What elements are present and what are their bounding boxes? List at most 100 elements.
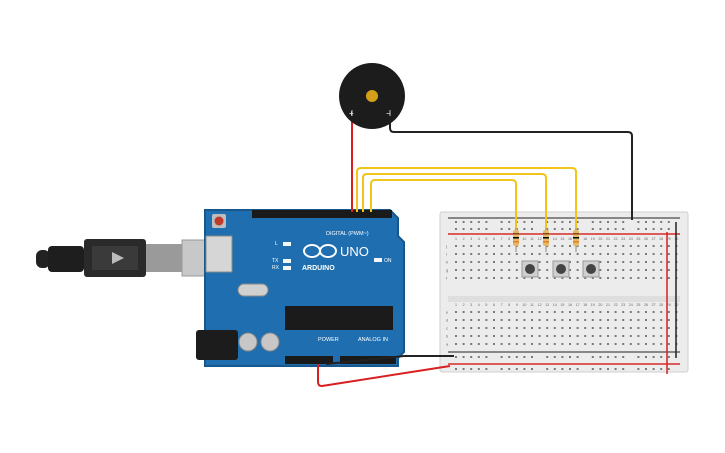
breadboard-hole[interactable] bbox=[485, 253, 488, 255]
breadboard-hole[interactable] bbox=[629, 335, 632, 337]
breadboard-hole[interactable] bbox=[645, 343, 647, 345]
breadboard-hole[interactable] bbox=[493, 261, 495, 263]
rail-hole[interactable] bbox=[531, 356, 533, 358]
breadboard-hole[interactable] bbox=[622, 327, 625, 329]
pushbutton-1[interactable] bbox=[521, 260, 539, 278]
breadboard-hole[interactable] bbox=[629, 311, 632, 313]
breadboard-hole[interactable] bbox=[500, 269, 503, 271]
breadboard-hole[interactable] bbox=[607, 261, 609, 263]
reset-button-icon[interactable] bbox=[214, 216, 224, 226]
rail-hole[interactable] bbox=[477, 228, 480, 230]
breadboard-hole[interactable] bbox=[599, 269, 602, 271]
breadboard-hole[interactable] bbox=[599, 319, 602, 321]
breadboard-hole[interactable] bbox=[462, 343, 465, 345]
breadboard-hole[interactable] bbox=[637, 343, 640, 345]
breadboard-hole[interactable] bbox=[455, 327, 457, 329]
breadboard-hole[interactable] bbox=[622, 311, 625, 313]
breadboard-hole[interactable] bbox=[637, 327, 640, 329]
rail-hole[interactable] bbox=[576, 368, 579, 370]
breadboard-hole[interactable] bbox=[607, 343, 609, 345]
breadboard-hole[interactable] bbox=[584, 253, 587, 255]
breadboard-hole[interactable] bbox=[531, 253, 533, 255]
rail-hole[interactable] bbox=[652, 368, 655, 370]
rail-hole[interactable] bbox=[622, 356, 625, 358]
rail-hole[interactable] bbox=[470, 228, 473, 230]
rail-hole[interactable] bbox=[553, 221, 556, 223]
breadboard-hole[interactable] bbox=[553, 253, 556, 255]
breadboard-hole[interactable] bbox=[607, 319, 609, 321]
breadboard-hole[interactable] bbox=[591, 311, 594, 313]
breadboard-hole[interactable] bbox=[652, 343, 655, 345]
rail-hole[interactable] bbox=[546, 368, 549, 370]
breadboard-hole[interactable] bbox=[485, 319, 488, 321]
breadboard-hole[interactable] bbox=[515, 335, 518, 337]
rail-hole[interactable] bbox=[569, 228, 571, 230]
breadboard-hole[interactable] bbox=[493, 311, 495, 313]
breadboard-hole[interactable] bbox=[500, 311, 503, 313]
breadboard-hole[interactable] bbox=[652, 245, 655, 247]
breadboard-hole[interactable] bbox=[508, 253, 511, 255]
breadboard-hole[interactable] bbox=[523, 335, 526, 337]
breadboard-hole[interactable] bbox=[652, 253, 655, 255]
rail-hole[interactable] bbox=[508, 221, 511, 223]
breadboard-hole[interactable] bbox=[614, 327, 617, 329]
breadboard-hole[interactable] bbox=[637, 335, 640, 337]
breadboard-hole[interactable] bbox=[667, 269, 670, 271]
breadboard-hole[interactable] bbox=[591, 277, 594, 279]
breadboard-hole[interactable] bbox=[622, 269, 625, 271]
breadboard-hole[interactable] bbox=[637, 269, 640, 271]
breadboard-hole[interactable] bbox=[569, 245, 571, 247]
breadboard-hole[interactable] bbox=[455, 335, 457, 337]
breadboard-hole[interactable] bbox=[493, 245, 495, 247]
rail-hole[interactable] bbox=[500, 221, 503, 223]
breadboard-hole[interactable] bbox=[515, 343, 518, 345]
breadboard-hole[interactable] bbox=[485, 343, 488, 345]
breadboard-hole[interactable] bbox=[629, 253, 632, 255]
yellow-wire-1[interactable] bbox=[356, 167, 577, 232]
breadboard-hole[interactable] bbox=[584, 277, 587, 279]
breadboard-hole[interactable] bbox=[584, 319, 587, 321]
breadboard[interactable]: 1122334455667788991010111112121313141415… bbox=[439, 211, 689, 374]
breadboard-hole[interactable] bbox=[645, 319, 647, 321]
breadboard-hole[interactable] bbox=[470, 245, 473, 247]
rail-hole[interactable] bbox=[455, 228, 457, 230]
breadboard-hole[interactable] bbox=[531, 277, 533, 279]
breadboard-hole[interactable] bbox=[538, 335, 541, 337]
breadboard-hole[interactable] bbox=[569, 261, 571, 263]
breadboard-hole[interactable] bbox=[614, 335, 617, 337]
breadboard-hole[interactable] bbox=[607, 277, 609, 279]
breadboard-hole[interactable] bbox=[455, 277, 457, 279]
rail-hole[interactable] bbox=[561, 368, 564, 370]
piezo-buzzer-icon[interactable]: + − bbox=[339, 63, 405, 129]
breadboard-hole[interactable] bbox=[607, 327, 609, 329]
breadboard-hole[interactable] bbox=[652, 319, 655, 321]
breadboard-hole[interactable] bbox=[569, 335, 571, 337]
rail-hole[interactable] bbox=[576, 228, 579, 230]
breadboard-hole[interactable] bbox=[614, 245, 617, 247]
breadboard-hole[interactable] bbox=[477, 261, 480, 263]
breadboard-hole[interactable] bbox=[660, 319, 663, 321]
breadboard-hole[interactable] bbox=[538, 253, 541, 255]
resistor-2[interactable] bbox=[543, 228, 549, 252]
rail-hole[interactable] bbox=[637, 228, 640, 230]
breadboard-hole[interactable] bbox=[569, 277, 571, 279]
rail-hole[interactable] bbox=[607, 228, 609, 230]
rail-hole[interactable] bbox=[614, 228, 617, 230]
breadboard-hole[interactable] bbox=[546, 261, 549, 263]
rail-hole[interactable] bbox=[614, 368, 617, 370]
breadboard-hole[interactable] bbox=[477, 311, 480, 313]
rail-hole[interactable] bbox=[531, 221, 533, 223]
breadboard-hole[interactable] bbox=[515, 277, 518, 279]
breadboard-hole[interactable] bbox=[500, 277, 503, 279]
rail-hole[interactable] bbox=[660, 368, 663, 370]
breadboard-hole[interactable] bbox=[546, 269, 549, 271]
breadboard-hole[interactable] bbox=[652, 335, 655, 337]
breadboard-hole[interactable] bbox=[500, 335, 503, 337]
breadboard-hole[interactable] bbox=[576, 311, 579, 313]
rail-hole[interactable] bbox=[667, 221, 670, 223]
breadboard-hole[interactable] bbox=[470, 311, 473, 313]
breadboard-hole[interactable] bbox=[667, 327, 670, 329]
breadboard-hole[interactable] bbox=[652, 261, 655, 263]
rail-hole[interactable] bbox=[462, 228, 465, 230]
breadboard-hole[interactable] bbox=[477, 269, 480, 271]
